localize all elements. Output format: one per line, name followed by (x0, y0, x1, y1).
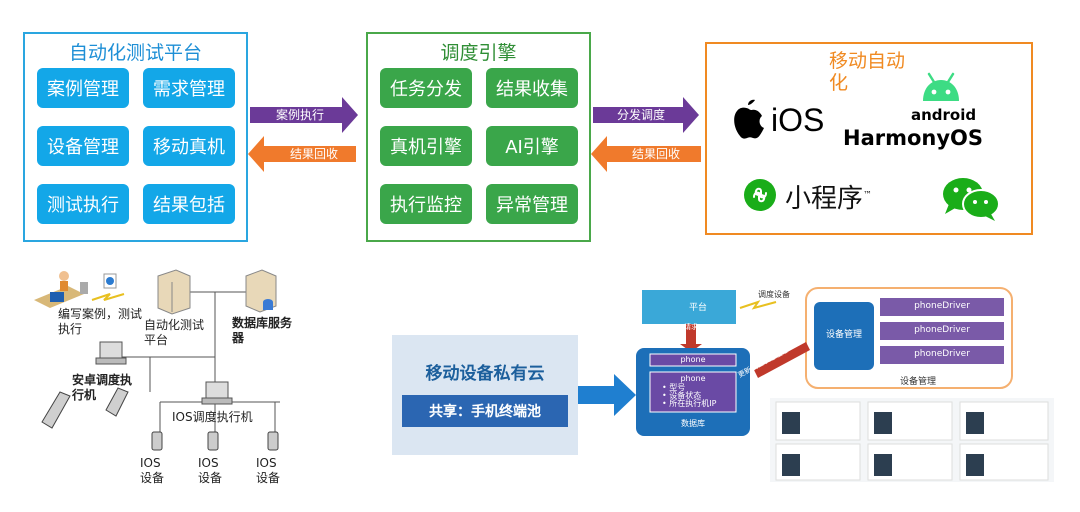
tile-real-device-engine: 真机引擎 (380, 126, 472, 166)
apple-logo-icon (734, 99, 764, 139)
db-server-label: 数据库服务器 (232, 316, 293, 345)
wechat-icon (943, 178, 1000, 221)
update-arrow (754, 342, 810, 378)
test-platform-title: 自动化测试平台 (68, 42, 202, 64)
label-result-back-1: 结果回收 (289, 147, 338, 161)
mini-program-text: 小程序 (785, 184, 864, 214)
arrow-case-execution (250, 97, 358, 133)
developer-desk-icon (34, 271, 88, 308)
ios-devices-icon (151, 431, 279, 451)
tile-ai-engine: AI引擎 (486, 126, 578, 166)
harmonyos-label: HarmonyOS (843, 126, 984, 150)
database-label: 数据库 (681, 419, 705, 428)
tile-requirement-management: 需求管理 (143, 68, 235, 108)
platform-box (642, 290, 736, 324)
ios-device-label-1: IOS 设备 (140, 456, 165, 485)
arrow-result-back-2 (591, 136, 701, 172)
mobile-automation-title: 移动自动化 (829, 50, 906, 94)
mobile-automation-panel: 移动自动化 iOS android HarmonyOS 小程序™ (705, 42, 1033, 235)
test-platform-panel: 自动化测试平台 案例管理 需求管理 设备管理 移动真机 测试执行 结果包括 (23, 32, 248, 242)
field-ip: 所在执行机IP (669, 399, 717, 408)
arrows-platform-scheduler (248, 97, 358, 172)
network-diagram (34, 269, 280, 451)
trademark-mark: ™ (863, 190, 873, 201)
android-exec-label: 安卓调度执行机 (72, 373, 133, 402)
device-grid-thumbnail (770, 398, 1054, 482)
tile-device-management: 设备管理 (37, 126, 129, 166)
mini-program-label: 小程序™ (785, 178, 872, 215)
phone-detail-header: phone (680, 374, 706, 383)
android-robot-icon (923, 72, 959, 101)
platform-node-label: 自动化测试平台 (144, 318, 205, 347)
label-dispatch: 分发调度 (616, 108, 665, 122)
device-mgmt-label: 设备管理 (900, 377, 937, 387)
field-status: 设备状态 (669, 391, 702, 400)
write-cases-label: 编写案例，测试执行 (58, 307, 143, 336)
wireless-bolt-icon (91, 293, 125, 301)
android-phones-icon (41, 387, 129, 429)
request-label: 请求 (684, 323, 698, 331)
platform-server-icon (157, 269, 191, 315)
arrow-dispatch (593, 97, 699, 133)
cloud-arrow (578, 374, 636, 416)
ios-device-label-3: IOS 设备 (256, 456, 281, 485)
mini-program-icon (744, 179, 776, 211)
label-case-execution: 案例执行 (275, 108, 324, 122)
tile-task-dispatch: 任务分发 (380, 68, 472, 108)
schedule-device-label: 调度设备 (758, 290, 790, 299)
scheduler-title: 调度引擎 (440, 42, 517, 64)
device-mgmt-center-label: 设备管理 (825, 330, 862, 340)
device-management-diagram (636, 287, 1013, 436)
field-model: 型号 (669, 383, 686, 392)
arrows-scheduler-mobile (591, 97, 701, 172)
phone-driver-1: phoneDriver (914, 301, 970, 311)
android-label: android (911, 106, 977, 124)
label-result-back-2: 结果回收 (631, 147, 680, 161)
globe-icon (103, 273, 117, 289)
ios-device-label-2: IOS 设备 (198, 456, 223, 485)
phone-driver-3: phoneDriver (914, 349, 970, 359)
schedule-bolt-icon (739, 300, 777, 310)
terminal-pool-bar: 共享：手机终端池 (402, 395, 568, 427)
tile-result-collection: 结果收集 (486, 68, 578, 108)
private-cloud-box: 移动设备私有云 共享：手机终端池 (392, 335, 578, 455)
tile-mobile-device: 移动真机 (143, 126, 235, 166)
db-server-icon (245, 269, 277, 313)
android-exec-machine-icon (95, 341, 127, 365)
phone-header: phone (680, 355, 706, 364)
ios-exec-label: IOS调度执行机 (172, 410, 253, 424)
phone-driver-2: phoneDriver (914, 325, 970, 335)
tile-result-summary: 结果包括 (143, 184, 235, 224)
tile-exception-management: 异常管理 (486, 184, 578, 224)
tile-execution-monitoring: 执行监控 (380, 184, 472, 224)
tile-case-management: 案例管理 (37, 68, 129, 108)
phone-fields: • 型号 • 设备状态 • 所在执行机IP (662, 383, 717, 408)
ios-label: iOS (771, 102, 825, 138)
scheduler-panel: 调度引擎 任务分发 结果收集 真机引擎 AI引擎 执行监控 异常管理 (366, 32, 591, 242)
arrow-result-back-1 (248, 136, 356, 172)
platform-box-label: 平台 (688, 303, 707, 313)
private-cloud-title: 移动设备私有云 (425, 364, 545, 384)
tile-test-execution: 测试执行 (37, 184, 129, 224)
ios-exec-machine-icon (201, 381, 233, 405)
